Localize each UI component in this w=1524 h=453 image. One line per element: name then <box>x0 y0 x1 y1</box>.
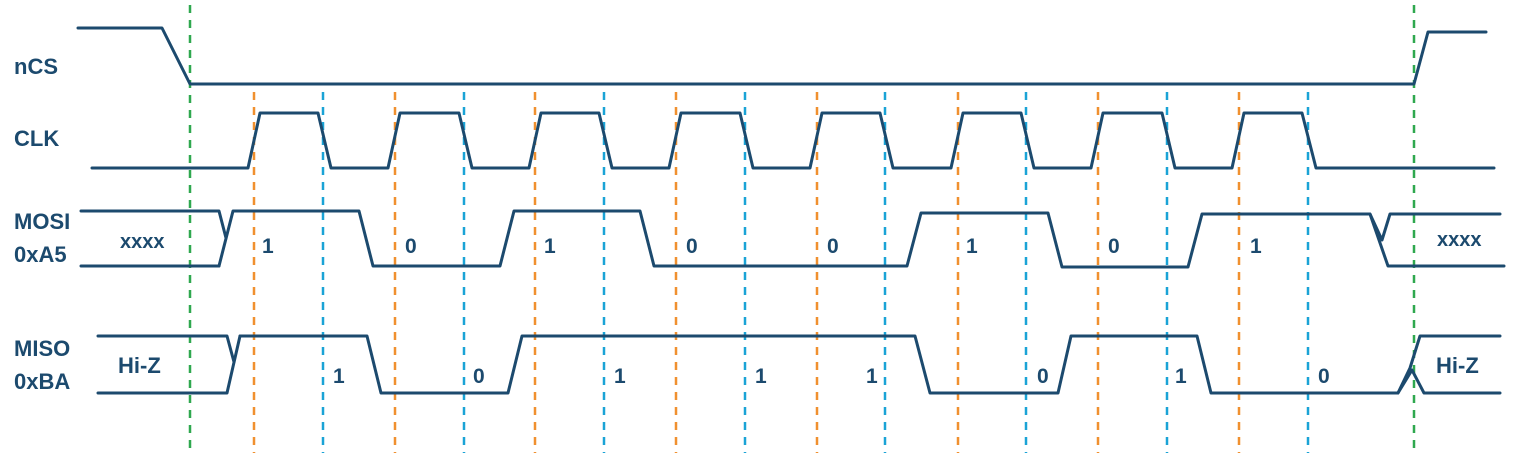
miso-bit: 1 <box>333 365 345 388</box>
mosi-idle-after: xxxx <box>1437 229 1482 251</box>
clk-waveform <box>90 111 1496 170</box>
mosi-bit: 1 <box>1250 235 1262 258</box>
clk-label: CLK <box>14 126 59 151</box>
mosi-label-line1: MOSI <box>14 209 70 234</box>
miso-bit: 1 <box>1175 365 1187 388</box>
miso-idle-after: Hi-Z <box>1436 353 1479 378</box>
mosi-bit: 1 <box>544 235 556 258</box>
miso-bit: 1 <box>866 365 878 388</box>
mosi-high-rail <box>79 209 228 240</box>
miso-data <box>238 334 1502 395</box>
miso-signal: MISO 0xBA Hi-Z Hi-Z 1 0 1 1 1 0 1 0 <box>14 334 1502 395</box>
mosi-bit: 1 <box>262 235 274 258</box>
miso-bit: 1 <box>755 365 767 388</box>
ncs-signal: nCS <box>14 26 1488 86</box>
mosi-idle-before: xxxx <box>120 231 165 253</box>
miso-low-tail <box>1396 368 1502 395</box>
miso-high-rail <box>96 334 236 364</box>
guide-lines <box>188 5 1416 453</box>
miso-low-rail <box>96 334 242 395</box>
miso-idle-before: Hi-Z <box>118 353 161 378</box>
mosi-bits: 1 0 1 0 0 1 0 1 <box>262 235 1262 258</box>
miso-label-line1: MISO <box>14 336 70 361</box>
mosi-label-line2: 0xA5 <box>14 242 67 267</box>
mosi-bit: 0 <box>686 235 698 258</box>
mosi-bit: 0 <box>827 235 839 258</box>
mosi-bit: 1 <box>966 235 978 258</box>
miso-bits: 1 0 1 1 1 0 1 0 <box>333 365 1330 388</box>
miso-bit: 0 <box>473 365 485 388</box>
ncs-label: nCS <box>14 54 58 79</box>
miso-bit: 1 <box>614 365 626 388</box>
miso-bit: 0 <box>1037 365 1049 388</box>
rising-edge-guides <box>252 92 1241 453</box>
ncs-waveform <box>76 26 1488 86</box>
clk-signal: CLK <box>14 111 1496 170</box>
mosi-low-tail <box>1368 212 1506 268</box>
miso-label-line2: 0xBA <box>14 369 70 394</box>
miso-bit: 0 <box>1318 365 1330 388</box>
mosi-bit: 0 <box>1108 235 1120 258</box>
mosi-bit: 0 <box>405 235 417 258</box>
mosi-signal: MOSI 0xA5 xxxx xxxx 1 0 1 0 0 1 0 1 <box>14 209 1506 269</box>
